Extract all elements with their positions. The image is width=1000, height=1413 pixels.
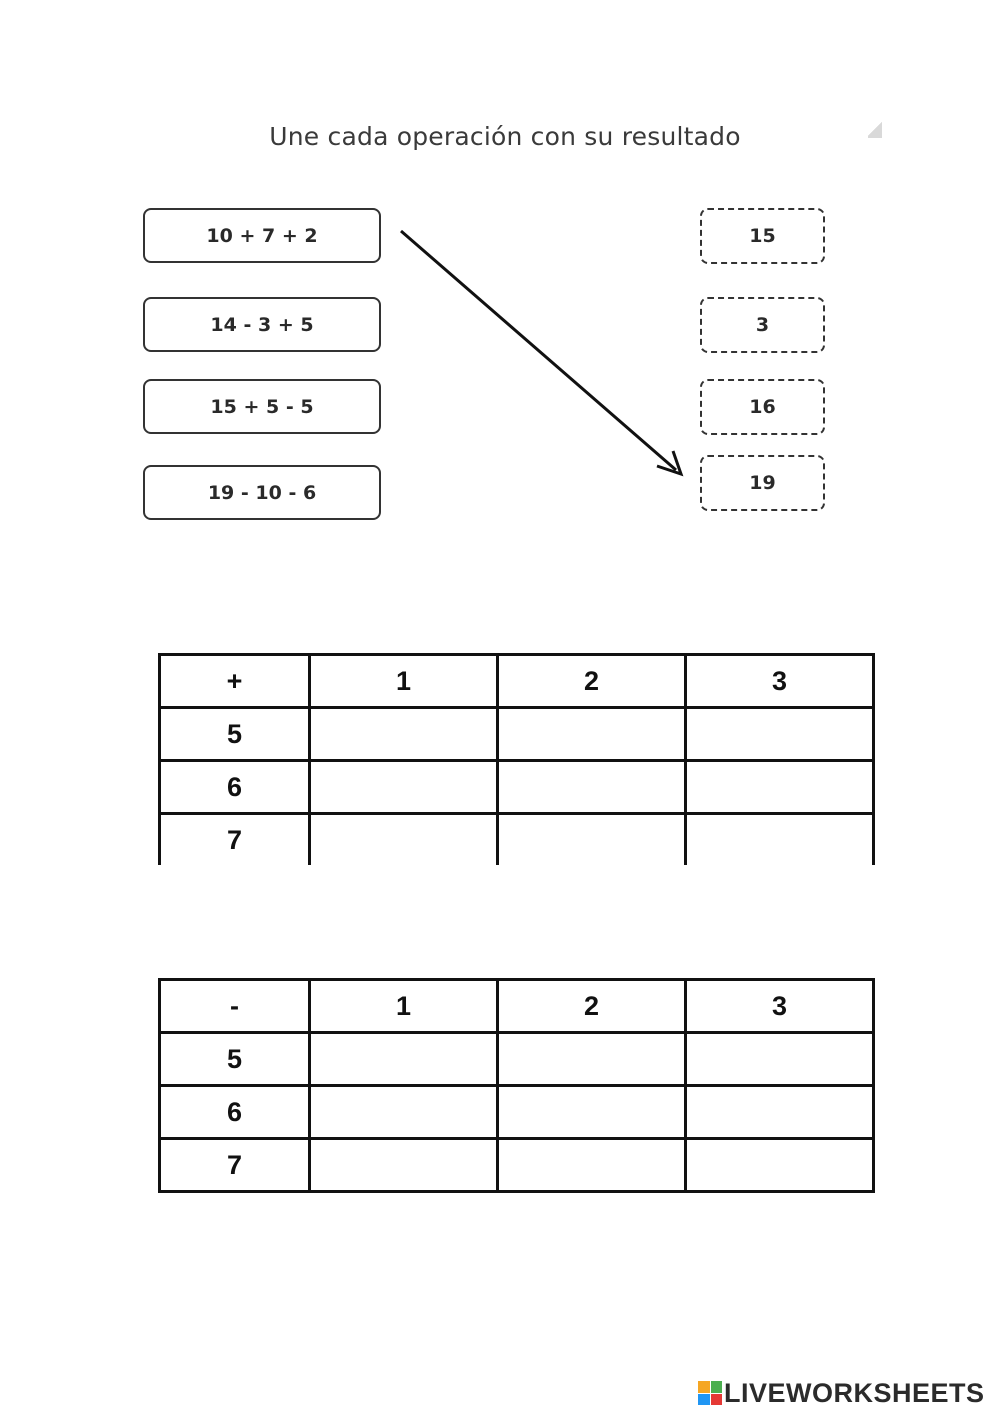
answer-cell[interactable] bbox=[308, 706, 499, 762]
answer-cell[interactable] bbox=[496, 759, 687, 815]
answer-cell[interactable] bbox=[684, 812, 875, 865]
result-box-1[interactable]: 15 bbox=[700, 208, 825, 264]
operation-box-2[interactable]: 14 - 3 + 5 bbox=[143, 297, 381, 352]
row-label-cell: 6 bbox=[158, 759, 311, 815]
table-row: 7 bbox=[158, 1137, 875, 1193]
answer-cell[interactable] bbox=[684, 1137, 875, 1193]
result-box-3[interactable]: 16 bbox=[700, 379, 825, 435]
page-title: Une cada operación con su resultado bbox=[269, 122, 741, 151]
answer-cell[interactable] bbox=[496, 812, 687, 865]
table-row: 7 bbox=[158, 812, 875, 865]
result-box-4[interactable]: 19 bbox=[700, 455, 825, 511]
answer-cell[interactable] bbox=[308, 759, 499, 815]
header-cell: 1 bbox=[308, 653, 499, 709]
answer-cell[interactable] bbox=[308, 1031, 499, 1087]
answer-cell[interactable] bbox=[684, 759, 875, 815]
answer-cell[interactable] bbox=[684, 1084, 875, 1140]
answer-cell[interactable] bbox=[308, 1084, 499, 1140]
header-cell: 1 bbox=[308, 978, 499, 1034]
table-row: 6 bbox=[158, 759, 875, 815]
header-cell: 3 bbox=[684, 653, 875, 709]
table-header-row: + 1 2 3 bbox=[158, 653, 875, 709]
table-row: 6 bbox=[158, 1084, 875, 1140]
addition-table: + 1 2 3 5 6 7 bbox=[158, 653, 875, 865]
answer-cell[interactable] bbox=[684, 706, 875, 762]
table-row: 5 bbox=[158, 1031, 875, 1087]
answer-cell[interactable] bbox=[496, 1137, 687, 1193]
example-connector-arrow bbox=[400, 229, 684, 477]
row-label-cell: 7 bbox=[158, 1137, 311, 1193]
operation-box-1[interactable]: 10 + 7 + 2 bbox=[143, 208, 381, 263]
row-label-cell: 5 bbox=[158, 1031, 311, 1087]
header-cell: 3 bbox=[684, 978, 875, 1034]
answer-cell[interactable] bbox=[308, 1137, 499, 1193]
answer-cell[interactable] bbox=[496, 1084, 687, 1140]
answer-cell[interactable] bbox=[496, 1031, 687, 1087]
row-label-cell: 5 bbox=[158, 706, 311, 762]
table-row: 5 bbox=[158, 706, 875, 762]
row-label-cell: 7 bbox=[158, 812, 311, 865]
row-label-cell: 6 bbox=[158, 1084, 311, 1140]
operator-cell: + bbox=[158, 653, 311, 709]
liveworksheets-logo-icon bbox=[698, 1381, 722, 1405]
brand-name: LIVEWORKSHEETS bbox=[724, 1377, 985, 1408]
brand-watermark: LIVEWORKSHEETS bbox=[698, 1378, 985, 1408]
answer-cell[interactable] bbox=[496, 706, 687, 762]
header-cell: 2 bbox=[496, 978, 687, 1034]
subtraction-table: - 1 2 3 5 6 7 bbox=[158, 978, 875, 1193]
operation-box-3[interactable]: 15 + 5 - 5 bbox=[143, 379, 381, 434]
answer-cell[interactable] bbox=[308, 812, 499, 865]
operator-cell: - bbox=[158, 978, 311, 1034]
result-box-2[interactable]: 3 bbox=[700, 297, 825, 353]
table-header-row: - 1 2 3 bbox=[158, 978, 875, 1034]
header-cell: 2 bbox=[496, 653, 687, 709]
operation-box-4[interactable]: 19 - 10 - 6 bbox=[143, 465, 381, 520]
corner-mark bbox=[868, 122, 882, 138]
answer-cell[interactable] bbox=[684, 1031, 875, 1087]
